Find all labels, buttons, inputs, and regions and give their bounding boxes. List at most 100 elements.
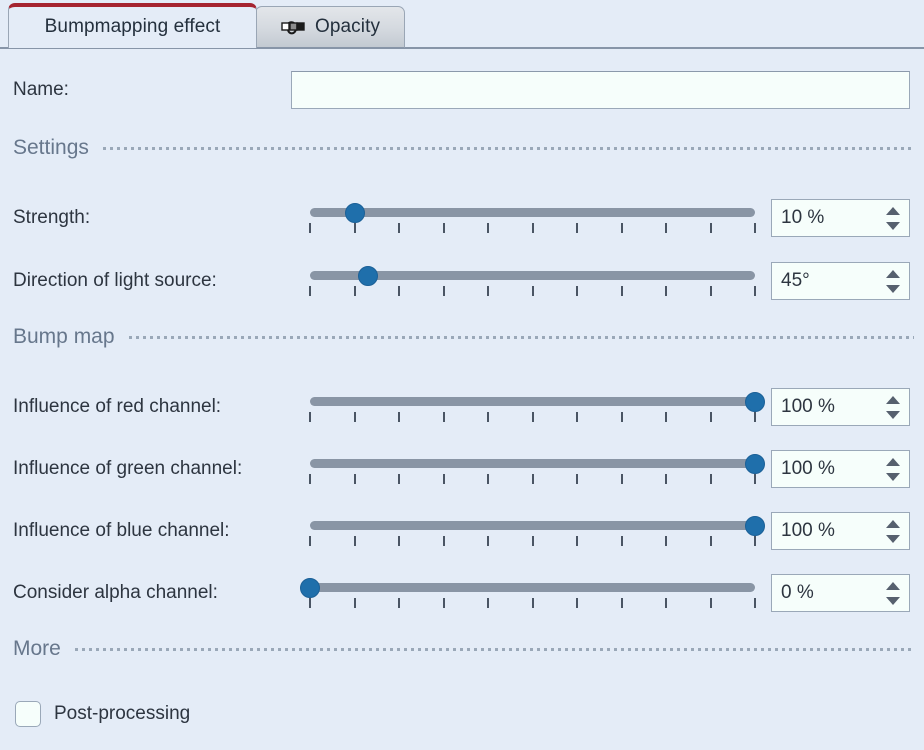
name-input[interactable] xyxy=(291,71,910,109)
slider-track[interactable] xyxy=(310,521,755,530)
name-label: Name: xyxy=(13,79,69,100)
post-processing-checkbox[interactable] xyxy=(15,701,41,727)
slider-ticks xyxy=(309,536,756,547)
slider-handle[interactable] xyxy=(344,203,365,223)
direction-of-light-source-label: Direction of light source: xyxy=(13,270,217,291)
slider-tick xyxy=(709,598,712,608)
tab-opacity[interactable]: Opacity xyxy=(255,6,405,48)
influence-of-green-channel-spinbox[interactable]: 100 % xyxy=(771,450,910,488)
section-title: More xyxy=(13,637,61,660)
slider-tick xyxy=(442,474,445,484)
slider-tick xyxy=(442,536,445,546)
influence-of-blue-channel-spinbox[interactable]: 100 % xyxy=(771,512,910,550)
consider-alpha-channel-spinbox[interactable]: 0 % xyxy=(771,574,910,612)
direction-of-light-source-slider[interactable] xyxy=(309,264,756,298)
spinbox-value: 0 % xyxy=(781,582,814,603)
spinbox-value: 100 % xyxy=(781,458,835,479)
slider-tick xyxy=(576,286,578,296)
slider-tick xyxy=(620,286,623,296)
slider-tick xyxy=(620,412,623,422)
slider-tick xyxy=(576,223,578,233)
consider-alpha-channel-slider[interactable] xyxy=(300,576,756,610)
slider-track[interactable] xyxy=(310,271,755,280)
slider-tick xyxy=(620,536,623,546)
influence-of-red-channel-slider[interactable] xyxy=(309,390,765,424)
spinbox-increment-icon[interactable] xyxy=(886,395,900,404)
spinbox-decrement-icon[interactable] xyxy=(886,410,900,419)
slider-tick xyxy=(531,474,534,484)
slider-tick xyxy=(665,223,667,233)
spinbox-decrement-icon[interactable] xyxy=(886,284,900,293)
slider-tick xyxy=(353,536,356,546)
post-processing-label: Post-processing xyxy=(54,703,191,724)
slider-ticks xyxy=(309,412,756,423)
slider-tick xyxy=(353,286,356,296)
spinbox-increment-icon[interactable] xyxy=(886,457,900,466)
influence-of-green-channel-slider[interactable] xyxy=(309,452,765,486)
tab-label: Opacity xyxy=(314,16,381,37)
influence-of-green-channel-label: Influence of green channel: xyxy=(13,458,243,479)
slider-tick xyxy=(309,474,311,484)
spinbox-decrement-icon[interactable] xyxy=(886,221,900,230)
spinbox-arrows xyxy=(881,451,909,487)
tab-bumpmapping-effect[interactable]: Bumpmapping effect xyxy=(8,3,257,48)
slider-tick xyxy=(487,536,489,546)
slider-tick xyxy=(487,598,489,608)
direction-of-light-source-spinbox[interactable]: 45° xyxy=(771,262,910,300)
slider-tick xyxy=(709,286,712,296)
name-row: Name: xyxy=(0,70,924,110)
row-influence-of-blue-channel: Influence of blue channel: xyxy=(0,511,924,551)
slider-ticks xyxy=(309,474,756,485)
slider-tick xyxy=(442,412,445,422)
spinbox-increment-icon[interactable] xyxy=(886,206,900,215)
spinbox-increment-icon[interactable] xyxy=(886,269,900,278)
influence-of-red-channel-spinbox[interactable]: 100 % xyxy=(771,388,910,426)
slider-tick xyxy=(531,598,534,608)
slider-handle[interactable] xyxy=(745,516,765,536)
slider-tick xyxy=(398,536,400,546)
spinbox-arrows xyxy=(881,200,909,236)
spinbox-arrows xyxy=(881,575,909,611)
strength-spinbox[interactable]: 10 % xyxy=(771,199,910,237)
spinbox-value: 10 % xyxy=(781,207,825,228)
slider-tick xyxy=(576,474,578,484)
spinbox-decrement-icon[interactable] xyxy=(886,596,900,605)
strength-slider[interactable] xyxy=(309,201,756,235)
spinbox-increment-icon[interactable] xyxy=(886,519,900,528)
slider-tick xyxy=(309,223,311,233)
influence-of-blue-channel-slider[interactable] xyxy=(309,514,765,548)
slider-handle[interactable] xyxy=(745,454,765,474)
slider-handle[interactable] xyxy=(300,578,320,598)
section-divider xyxy=(102,146,914,150)
slider-tick xyxy=(531,536,534,546)
slider-track[interactable] xyxy=(310,459,755,468)
row-consider-alpha-channel: Consider alpha channel: xyxy=(0,573,924,613)
slider-tick xyxy=(620,598,623,608)
section-bump-map: Bump map xyxy=(0,323,924,351)
slider-tick xyxy=(487,412,489,422)
spinbox-decrement-icon[interactable] xyxy=(886,534,900,543)
spinbox-decrement-icon[interactable] xyxy=(886,472,900,481)
row-direction-of-light-source: Direction of light source: xyxy=(0,261,924,301)
slider-tick xyxy=(487,474,489,484)
slider-tick xyxy=(665,412,667,422)
row-influence-of-green-channel: Influence of green channel: xyxy=(0,449,924,489)
slider-tick xyxy=(353,412,356,422)
slider-tick xyxy=(665,286,667,296)
slider-track[interactable] xyxy=(310,583,755,592)
spinbox-value: 100 % xyxy=(781,520,835,541)
slider-tick xyxy=(709,223,712,233)
slider-tick xyxy=(576,412,578,422)
slider-tick xyxy=(754,536,756,546)
slider-handle[interactable] xyxy=(745,392,765,412)
slider-tick xyxy=(620,474,623,484)
slider-tick xyxy=(709,536,712,546)
slider-track[interactable] xyxy=(310,397,755,406)
slider-tick xyxy=(665,536,667,546)
spinbox-arrows xyxy=(881,389,909,425)
slider-ticks xyxy=(309,223,756,234)
slider-track[interactable] xyxy=(310,208,755,217)
slider-tick xyxy=(398,598,400,608)
spinbox-increment-icon[interactable] xyxy=(886,581,900,590)
slider-handle[interactable] xyxy=(357,266,378,286)
